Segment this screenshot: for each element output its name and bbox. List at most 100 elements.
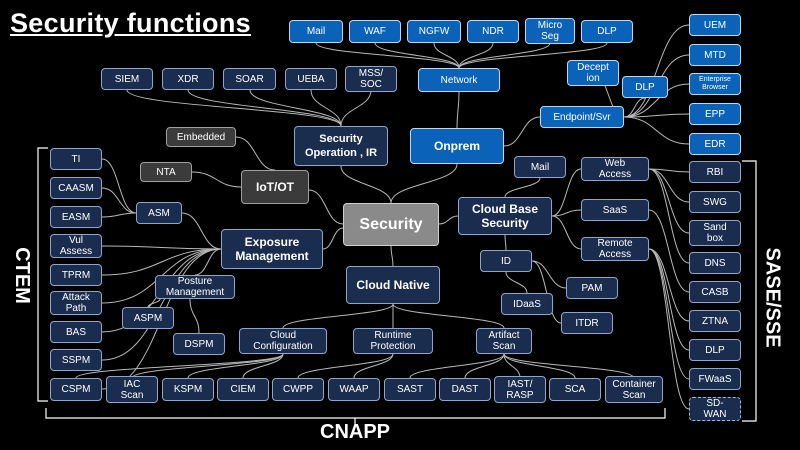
node-id: ID: [480, 250, 532, 272]
link-web-sase: [648, 168, 690, 173]
node-ciem: CIEM: [217, 378, 269, 401]
node-onprem: Onprem: [410, 128, 504, 164]
node-waap: WAAP: [328, 378, 380, 401]
link-exposure-posture: [194, 248, 222, 276]
node-attack-path: Attack Path: [50, 291, 102, 315]
link-runtime-child: [297, 353, 394, 379]
link-network-child: [374, 42, 460, 69]
link-iot-nta: [191, 171, 242, 188]
link-endpoint-child: [623, 83, 690, 118]
node-network: Network: [418, 68, 500, 92]
node-iast-rasp: IAST/ RASP: [494, 376, 546, 403]
node-edr: EDR: [689, 133, 741, 155]
node-swg: SWG: [689, 191, 741, 213]
node-easm: EASM: [50, 206, 102, 228]
link-artifact-child: [464, 353, 505, 379]
node-mss: MSS/ SOC: [345, 66, 397, 92]
link-security-iot: [308, 189, 344, 225]
node-fwaas: FWaaS: [689, 368, 741, 390]
node-iot-ot: IoT/OT: [241, 170, 309, 204]
node-sd-wan: SD- WAN: [689, 397, 741, 421]
node-dns: DNS: [689, 252, 741, 274]
link-cn-artifact: [392, 303, 505, 329]
link-exposure-sspm: [101, 248, 222, 361]
node-siem: SIEM: [101, 68, 153, 90]
link-network-child: [433, 42, 460, 69]
node-dast: DAST: [439, 378, 491, 401]
node-cspm: CSPM: [50, 378, 102, 401]
link-exposure-vul: [101, 245, 222, 250]
node-iac-scan: IAC Scan: [106, 376, 158, 403]
node-soar: SOAR: [223, 68, 276, 90]
link-secop-child: [249, 89, 342, 127]
node-ztna: ZTNA: [689, 310, 741, 332]
node-ndr: NDR: [467, 20, 519, 43]
link-id-pam: [531, 260, 567, 289]
node-casb: CASB: [689, 281, 741, 303]
node-exposure: Exposure Management: [221, 229, 323, 269]
link-endpoint-child: [623, 116, 690, 145]
link-artifact-child: [409, 353, 505, 379]
node-waf: WAF: [349, 20, 401, 43]
link-remote-sase: [648, 248, 690, 351]
link-cloud-saas: [551, 209, 582, 217]
node-ti: TI: [50, 148, 102, 170]
link-config-child: [75, 353, 284, 379]
link-web-sase: [648, 168, 690, 203]
link-id-itdr: [531, 260, 562, 324]
link-network-onprem: [456, 91, 460, 129]
node-itdr: ITDR: [561, 312, 613, 334]
node-pam: PAM: [566, 277, 618, 299]
link-iot-embedded: [235, 136, 276, 171]
link-config-child: [242, 353, 284, 379]
link-security-onprem: [390, 163, 458, 204]
link-asm-ti: [101, 158, 137, 214]
node-container-scan: Container Scan: [605, 376, 663, 403]
link-artifact-child: [503, 353, 521, 379]
link-secop-child: [340, 89, 372, 127]
node-xdr: XDR: [162, 68, 214, 90]
node-uem: UEM: [689, 14, 741, 36]
node-bas: BAS: [50, 321, 102, 343]
link-security-cloudbase: [438, 215, 459, 225]
node-cloud-base: Cloud Base Security: [458, 197, 552, 235]
link-config-child: [131, 353, 284, 379]
node-mtd: MTD: [689, 44, 741, 66]
link-saas-casb: [648, 209, 690, 293]
link-network-child: [458, 42, 608, 69]
node-sandbox: Sand box: [689, 220, 741, 246]
node-cloud-native: Cloud Native: [346, 266, 440, 304]
link-endpoint-child: [623, 113, 690, 118]
node-mail-top: Mail: [289, 20, 343, 43]
node-microseg: Micro Seg: [525, 18, 575, 44]
node-cwpp: CWPP: [272, 378, 324, 401]
link-cn-config: [282, 303, 394, 329]
link-secop-child: [310, 89, 342, 127]
link-artifact-child: [503, 353, 576, 379]
link-cloud-remote: [551, 215, 582, 250]
node-mail-cloud: Mail: [514, 156, 566, 178]
link-cloud-id: [504, 234, 507, 251]
link-cloud-mail: [504, 177, 541, 198]
node-secop: Security Operation , IR: [294, 126, 388, 166]
node-deception: Decept ion: [567, 60, 619, 86]
ctem-bracket: [37, 147, 48, 402]
node-embedded: Embedded: [166, 127, 236, 147]
node-endpoint: Endpoint/Svr: [540, 106, 624, 128]
link-endpoint-child: [623, 24, 690, 118]
link-network-child: [458, 42, 494, 69]
node-security: Security: [343, 203, 439, 246]
node-dlp-endpoint: DLP: [622, 76, 668, 98]
node-ngfw: NGFW: [407, 20, 461, 43]
node-web-access: Web Access: [581, 157, 649, 181]
node-asm: ASM: [136, 202, 182, 224]
node-runtime: Runtime Protection: [353, 328, 433, 354]
node-epp: EPP: [689, 103, 741, 125]
sase-label: SASE/SSE: [761, 247, 784, 348]
node-caasm: CAASM: [50, 177, 102, 199]
node-aspm: ASPM: [122, 307, 174, 329]
node-saas: SaaS: [581, 199, 649, 221]
node-cloud-config: Cloud Configuration: [239, 328, 327, 354]
node-ueba: UEBA: [285, 68, 337, 90]
sase-bracket: [742, 160, 757, 422]
